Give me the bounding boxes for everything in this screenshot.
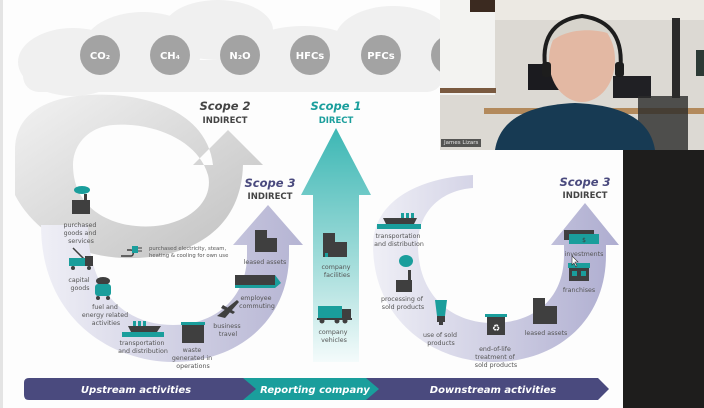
person-shirt (495, 103, 655, 150)
storefront-icon (568, 263, 590, 281)
airplane-icon (217, 300, 239, 318)
upstream-item-label: purchased goods and services (64, 222, 99, 245)
participant-name-tag: James Lizars (441, 139, 482, 147)
scope3-downstream-arrow (373, 175, 619, 362)
delivery-truck-icon (317, 306, 352, 324)
gas-circle-pfcs (361, 35, 401, 75)
participant-video-tile[interactable]: James Lizars (440, 0, 704, 150)
downstream-item-label: processing of sold products (381, 296, 425, 311)
downstream-item-label: franchises (563, 287, 595, 294)
scope2-arrow (15, 94, 263, 259)
scope2-item-label: purchased electricity, steam, (149, 246, 226, 252)
scope3-upstream-arrow (41, 205, 303, 362)
person-hair (548, 17, 618, 45)
gas-label: N₂O (229, 51, 250, 62)
direct-item-label: company facilities (321, 264, 352, 279)
ship-icon (377, 213, 421, 229)
scope1-subtitle: DIRECT (319, 116, 354, 126)
scope3-upstream-subtitle: INDIRECT (248, 192, 293, 202)
scope3-upstream-title: Scope 3 (244, 176, 295, 190)
dollar-sign: $ (582, 237, 586, 244)
upstream-item-label: employee commuting (239, 295, 275, 310)
downstream-item-label: end-of-life treatment of sold products (475, 346, 517, 369)
banknotes-icon: $ (564, 230, 599, 244)
office-building-icon (533, 298, 557, 324)
fuel-tanker-icon (95, 277, 111, 300)
crane-truck-icon (69, 247, 93, 270)
upstream-item-label: waste generated in operations (172, 347, 214, 370)
office-building-icon (255, 230, 277, 252)
mouse-cursor (571, 255, 579, 268)
upstream-activities-label: Upstream activities (81, 385, 191, 396)
downstream-activities-label: Downstream activities (430, 385, 556, 396)
reporting-company-label: Reporting company (260, 385, 370, 396)
scope1-title: Scope 1 (310, 99, 361, 113)
upstream-item-label: business travel (213, 323, 242, 338)
upstream-item-label: fuel and energy related activities (82, 304, 130, 327)
gas-circle-ch4 (150, 35, 190, 75)
upstream-item-label: leased assets (244, 259, 287, 266)
empty-dark-panel (623, 148, 704, 408)
plug-icon (121, 246, 142, 257)
waste-bin-icon (181, 322, 205, 343)
company-building-icon (323, 233, 347, 257)
scope3-downstream-title: Scope 3 (559, 175, 610, 189)
gas-label: CH₄ (160, 51, 180, 62)
downstream-item-label: investments (565, 251, 604, 258)
scope2-title: Scope 2 (199, 99, 250, 113)
gas-circle-n2o (220, 35, 260, 75)
window (440, 0, 495, 95)
downstream-band (366, 378, 609, 400)
scope3-downstream-subtitle: INDIRECT (563, 191, 608, 201)
downstream-item-label: transportation and distribution (374, 233, 424, 248)
downstream-item-label: use of sold products (423, 332, 459, 347)
factory-icon (72, 186, 90, 214)
activity-band: Upstream activities Reporting company Do… (24, 378, 609, 400)
direct-item-label: company vehicles (318, 329, 349, 344)
scope2-item-label: heating & cooling for own use (149, 253, 228, 259)
upstream-item-label: capital goods (68, 277, 91, 292)
scope2-subtitle: INDIRECT (203, 116, 248, 126)
upstream-item-label: transportation and distribution (118, 340, 168, 355)
gas-circle-hfcs (290, 35, 330, 75)
factory-icon (396, 255, 413, 292)
headset-icon (542, 13, 623, 73)
svg-text:♻: ♻ (492, 324, 500, 334)
upstream-band (24, 378, 271, 400)
gas-label: HFCs (296, 51, 325, 62)
monitor (613, 76, 651, 98)
gas-circle-co2 (80, 35, 120, 75)
reporting-band (243, 378, 381, 400)
downstream-item-label: leased assets (525, 330, 568, 337)
recycle-bin-icon: ♻ (485, 314, 507, 335)
gas-label: PFCs (367, 51, 394, 62)
train-icon (235, 275, 281, 288)
person-face (549, 18, 615, 102)
lightbulb-icon (435, 300, 447, 325)
gas-label: CO₂ (90, 51, 110, 62)
ship-icon (122, 321, 164, 337)
participant-video-feed (440, 0, 704, 150)
